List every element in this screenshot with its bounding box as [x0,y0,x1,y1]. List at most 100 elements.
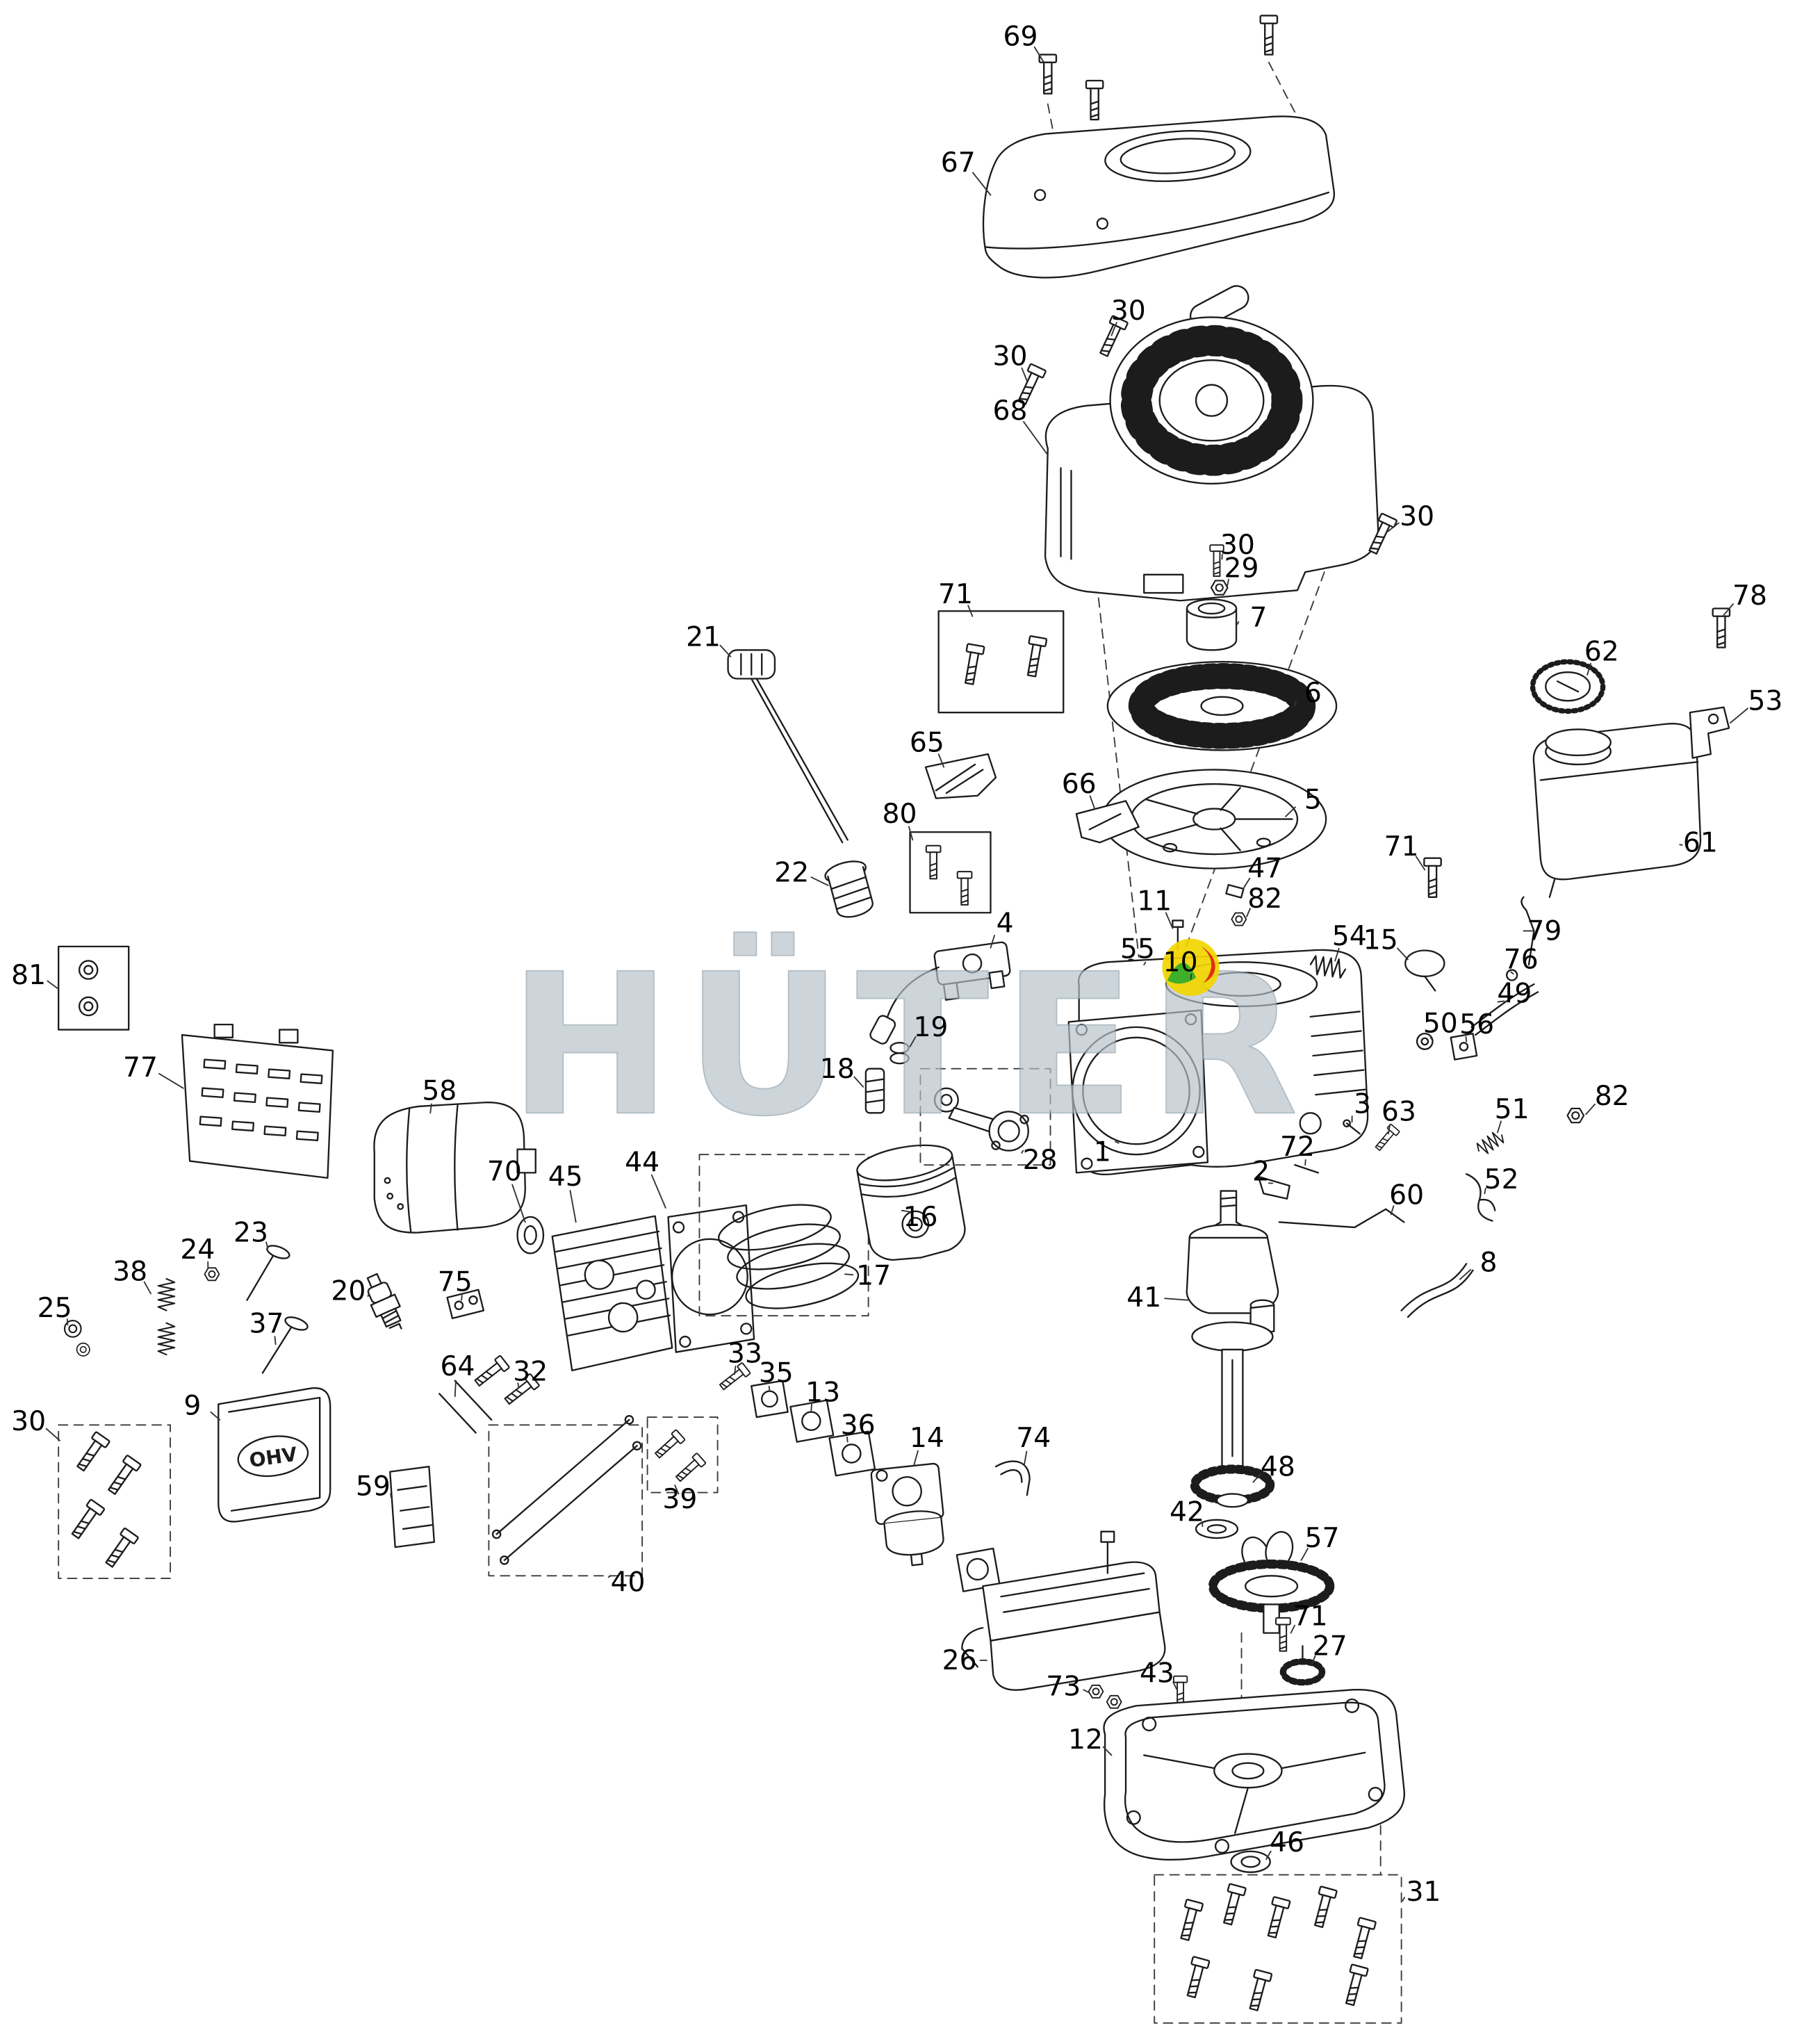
oil-seal [1230,1850,1271,1873]
part-label-71: 71 [1293,1601,1328,1632]
hardware-box-71 [937,610,1065,714]
part-label-9: 9 [183,1390,201,1421]
dipstick [727,649,848,844]
part-label-78: 78 [1732,580,1767,612]
cylinder-block [1067,949,1369,1176]
governor-arm-2 [1257,1175,1290,1200]
breather-pipe-49 [1470,983,1539,1036]
part-label-38: 38 [113,1257,147,1288]
leader-line [1110,322,1117,336]
carburetor [870,1462,944,1567]
leader-line [967,605,974,617]
bolt-icon [652,1429,686,1462]
head-studs [438,1380,493,1434]
part-label-52: 52 [1484,1164,1519,1195]
leader-line [1385,522,1400,534]
part-label-27: 27 [1313,1630,1347,1662]
leader-line [1227,578,1229,587]
brake-pad-15 [1404,949,1445,992]
leader-line [1510,971,1514,975]
muffler-gasket [516,1216,545,1254]
leader-line [1033,46,1045,63]
bolt-icon [1309,1885,1338,1929]
part-label-3: 3 [1354,1088,1371,1120]
hardware-box-81 [58,945,130,1031]
part-label-30: 30 [1111,295,1146,327]
leader-line [274,1336,277,1346]
part-label-37: 37 [249,1308,284,1339]
part-label-1: 1 [1094,1137,1111,1168]
leader-line [937,753,945,768]
bolt-icon [1245,1968,1273,2013]
part-label-77: 77 [123,1052,158,1084]
bolt-icon [471,1355,511,1390]
part-label-59: 59 [356,1471,391,1502]
bolt-icon [1085,79,1104,121]
part-label-57: 57 [1305,1523,1340,1554]
nut-icon [1231,912,1247,926]
clip-3 [1343,1119,1361,1135]
hose-8 [1400,1263,1474,1318]
bolt-icon [1348,1916,1377,1961]
part-label-49: 49 [1497,978,1532,1009]
part-label-74: 74 [1016,1423,1051,1454]
valve-springs [157,1277,176,1356]
part-label-30: 30 [993,341,1028,373]
leader-line [1402,1897,1405,1902]
rod-guide-plate [389,1465,435,1548]
leader-line [1497,1120,1502,1134]
logo-swoosh [1201,946,1215,983]
bolt-icon [925,844,942,880]
tank-bracket [1689,706,1730,759]
camshaft [1208,1530,1335,1634]
leader-line [607,1575,612,1578]
leader-line [1265,1850,1272,1861]
part-label-29: 29 [1224,553,1259,584]
bolt-box-39 [646,1416,719,1494]
part-label-79: 79 [1527,916,1561,947]
leader-line [908,826,914,841]
leader-line [265,1241,269,1249]
watermark: HÜTER [508,929,1300,1160]
nut-icon [1566,1107,1585,1124]
part-label-31: 31 [1406,1877,1441,1908]
bolt-icon [1176,1898,1204,1943]
muffler [373,1102,536,1234]
bolt-icon [72,1430,111,1475]
leader-line [1679,844,1683,846]
part-label-71: 71 [938,579,973,610]
piston-rings [698,1154,869,1317]
top-cover [982,115,1336,279]
muffler-bracket [446,1289,485,1320]
part-label-8: 8 [1479,1248,1497,1279]
bolt-icon [960,643,985,686]
leader-line [972,172,992,196]
bolt-icon [1372,1123,1400,1154]
part-label-69: 69 [1003,21,1038,52]
bolt-icon [673,1452,707,1485]
part-label-4: 4 [997,908,1014,939]
leader-line [1484,1188,1486,1195]
bolt-icon [101,1527,140,1571]
leader-line [1164,1298,1189,1301]
leader-line [1587,662,1592,676]
leader-line [569,1190,577,1223]
leader-line [429,1103,432,1114]
part-label-39: 39 [662,1484,697,1515]
part-label-53: 53 [1748,685,1782,717]
part-label-48: 48 [1261,1451,1295,1482]
part-label-30: 30 [1400,501,1434,532]
part-label-2: 2 [1252,1156,1270,1188]
part-label-5: 5 [1304,785,1322,816]
leader-line [461,1294,463,1301]
leader-line [1415,856,1426,871]
part-label-40: 40 [611,1567,646,1599]
governor-link-60 [1278,1208,1405,1229]
leader-line [1252,1473,1261,1483]
leader-line [47,980,58,989]
bolt-icon [1182,1955,1211,2000]
oil-filler-plug [824,860,874,918]
part-label-82: 82 [1595,1081,1630,1112]
governor-spring-51 [1474,1128,1507,1158]
